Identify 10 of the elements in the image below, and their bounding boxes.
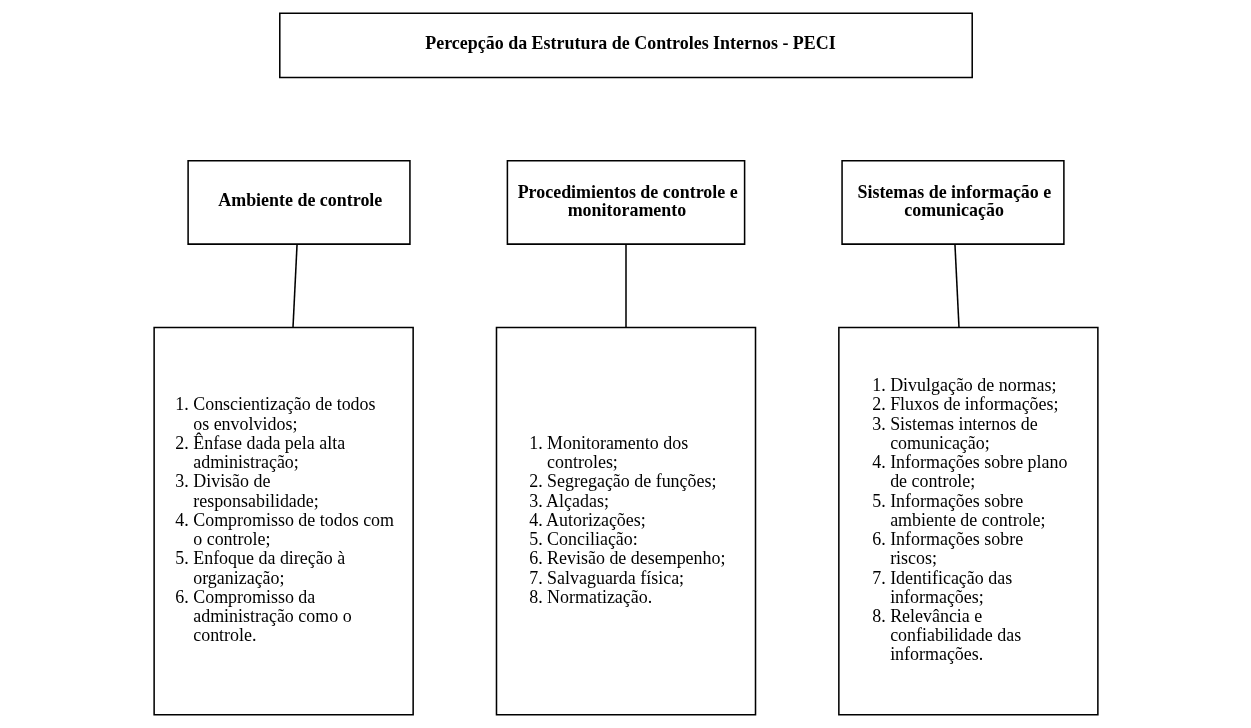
node-box: Sistemas de informação e comunicação	[840, 160, 1065, 245]
node-box: Ambiente de controle	[186, 160, 411, 245]
connector	[953, 243, 960, 329]
node-box: 1. Monitoramento dos controles; 2. Segregação de funções; 3. Alçadas; 4. Autorizações; 5. Conciliação: 6. Revisão de desempenho; 7. Salvaguarda física; 8. Normatização.	[495, 326, 756, 716]
node-box: Procedimientos de controle e monitoramento	[506, 160, 745, 245]
node-box: Percepção da Estrutura de Controles Internos - PECI	[278, 12, 973, 79]
connector	[624, 243, 627, 329]
node-box: 1. Conscientização de todos os envolvidos; 2. Ênfase dada pela alta administração; 3. Divisão de responsabilidade; 4. Compromisso de todos com o controle; 5. Enfoque da direção à organização; 6. Compromisso da administração como o controle.	[152, 326, 414, 716]
connector	[291, 243, 298, 329]
node-box: 1. Divulgação de normas; 2. Fluxos de informações; 3. Sistemas internos de comunicação; 4. Informações sobre plano de controle; 5. Informações sobre ambiente de controle; 6. Informações sobre riscos; 7. Identificação das informações; 8. Relevância e confiabilidade das informações.	[837, 326, 1099, 716]
